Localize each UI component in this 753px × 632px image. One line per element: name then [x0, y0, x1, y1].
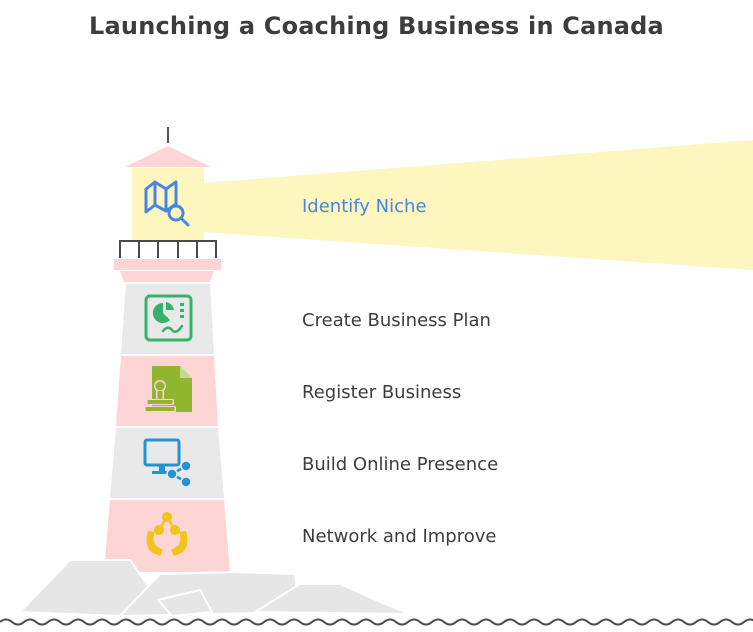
- step-label-network-and-improve: Network and Improve: [302, 526, 497, 547]
- document-stamp-icon: [144, 366, 192, 412]
- tower-collar: [120, 271, 214, 282]
- tower-band-5: [104, 500, 230, 572]
- rocks: [19, 559, 411, 617]
- light-beam: [203, 140, 753, 270]
- tower-band-4: [110, 428, 224, 498]
- map-search-icon: [144, 180, 190, 227]
- presentation-chart-icon: [144, 294, 193, 342]
- water-waves: [0, 618, 753, 626]
- lighthouse-roof: [125, 146, 211, 167]
- hands-network-icon: [146, 512, 188, 556]
- step-label-identify-niche: Identify Niche: [302, 196, 427, 217]
- step-label-build-online-presence: Build Online Presence: [302, 454, 499, 475]
- step-label-register-business: Register Business: [302, 382, 462, 403]
- diagram-title: Launching a Coaching Business in Canada: [89, 12, 664, 40]
- lighthouse-railing: [119, 240, 217, 258]
- monitor-share-icon: [143, 438, 192, 488]
- balcony-deck: [114, 259, 221, 270]
- step-label-create-business-plan: Create Business Plan: [302, 310, 491, 331]
- lantern-room: [132, 168, 204, 240]
